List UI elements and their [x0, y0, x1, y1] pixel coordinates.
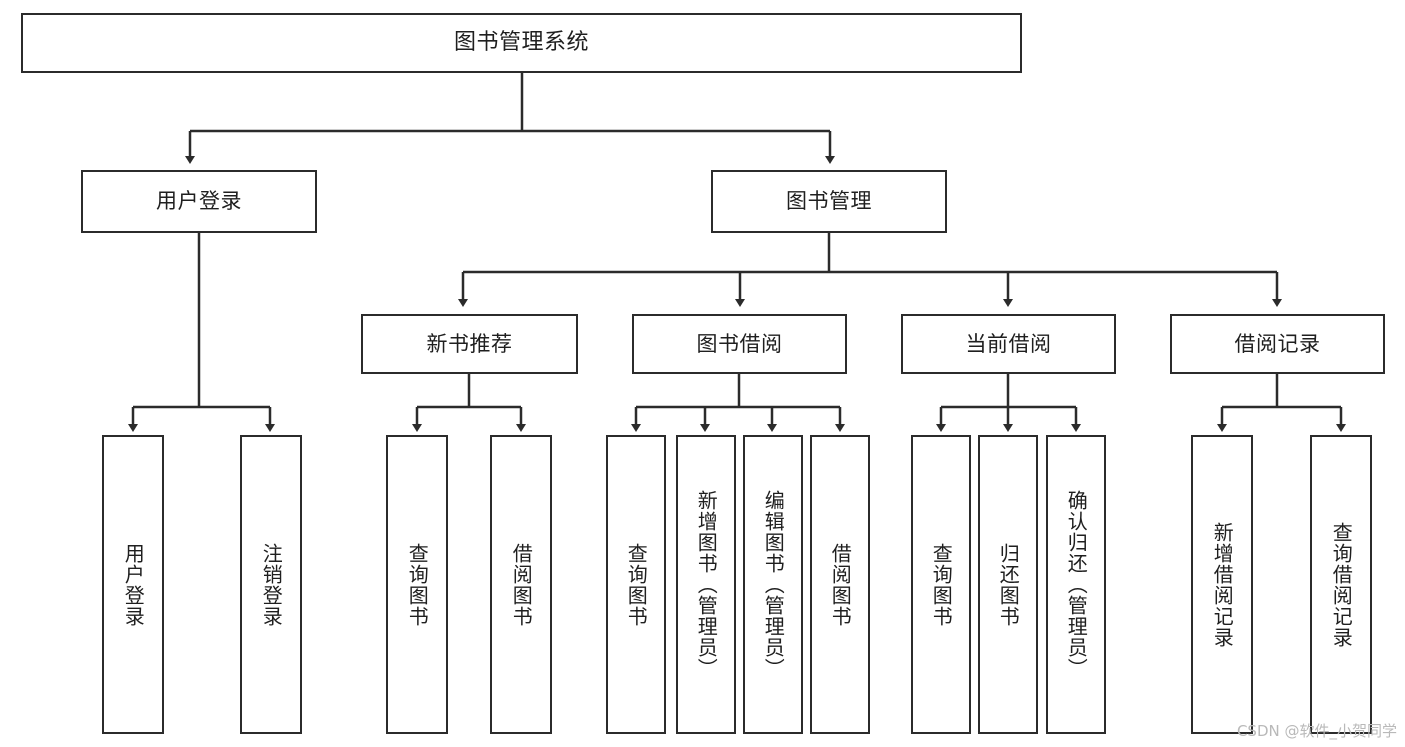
leaf-new-book-query-label: 查询图书 — [405, 542, 430, 627]
node-book-management-label: 图书管理 — [786, 189, 872, 214]
leaf-user-login-label: 用户登录 — [121, 542, 146, 627]
leaf-confirm-return-admin-label: 确认归还（管理员） — [1064, 490, 1089, 679]
node-root[interactable]: 图书管理系统 — [21, 13, 1022, 73]
leaf-user-login[interactable]: 用户登录 — [102, 435, 164, 734]
leaf-borrow-book-label: 借阅图书 — [828, 542, 853, 627]
leaf-add-borrow-record-label: 新增借阅记录 — [1210, 521, 1235, 648]
node-book-management[interactable]: 图书管理 — [711, 170, 947, 233]
leaf-edit-book-admin[interactable]: 编辑图书（管理员） — [743, 435, 803, 734]
leaf-edit-book-admin-label: 编辑图书（管理员） — [761, 490, 786, 679]
leaf-add-borrow-record[interactable]: 新增借阅记录 — [1191, 435, 1253, 734]
leaf-logout[interactable]: 注销登录 — [240, 435, 302, 734]
leaf-add-book-admin[interactable]: 新增图书（管理员） — [676, 435, 736, 734]
leaf-confirm-return-admin[interactable]: 确认归还（管理员） — [1046, 435, 1106, 734]
leaf-add-book-admin-label: 新增图书（管理员） — [694, 490, 719, 679]
node-book-borrow[interactable]: 图书借阅 — [632, 314, 847, 374]
leaf-borrow-query-book-label: 查询图书 — [624, 542, 649, 627]
node-book-borrow-label: 图书借阅 — [696, 331, 783, 356]
csdn-watermark: CSDN @软件_小贺同学 — [1236, 722, 1397, 740]
leaf-borrow-query-book[interactable]: 查询图书 — [606, 435, 666, 734]
leaf-borrow-book[interactable]: 借阅图书 — [810, 435, 870, 734]
node-borrow-records-label: 借阅记录 — [1234, 331, 1321, 356]
leaf-query-borrow-record[interactable]: 查询借阅记录 — [1310, 435, 1372, 734]
leaf-logout-label: 注销登录 — [259, 542, 284, 627]
leaf-query-borrow-record-label: 查询借阅记录 — [1329, 521, 1354, 648]
leaf-return-book-label: 归还图书 — [996, 542, 1021, 627]
leaf-current-query-book-label: 查询图书 — [929, 542, 954, 627]
leaf-new-book-borrow[interactable]: 借阅图书 — [490, 435, 552, 734]
leaf-return-book[interactable]: 归还图书 — [978, 435, 1038, 734]
node-user-login-label: 用户登录 — [156, 189, 242, 214]
node-user-login[interactable]: 用户登录 — [81, 170, 317, 233]
node-current-borrow-label: 当前借阅 — [965, 331, 1052, 356]
node-borrow-records[interactable]: 借阅记录 — [1170, 314, 1385, 374]
leaf-new-book-query[interactable]: 查询图书 — [386, 435, 448, 734]
node-root-label: 图书管理系统 — [453, 30, 589, 56]
node-new-book-recommend-label: 新书推荐 — [426, 331, 513, 356]
node-new-book-recommend[interactable]: 新书推荐 — [361, 314, 578, 374]
leaf-current-query-book[interactable]: 查询图书 — [911, 435, 971, 734]
leaf-new-book-borrow-label: 借阅图书 — [509, 542, 534, 627]
node-current-borrow[interactable]: 当前借阅 — [901, 314, 1116, 374]
